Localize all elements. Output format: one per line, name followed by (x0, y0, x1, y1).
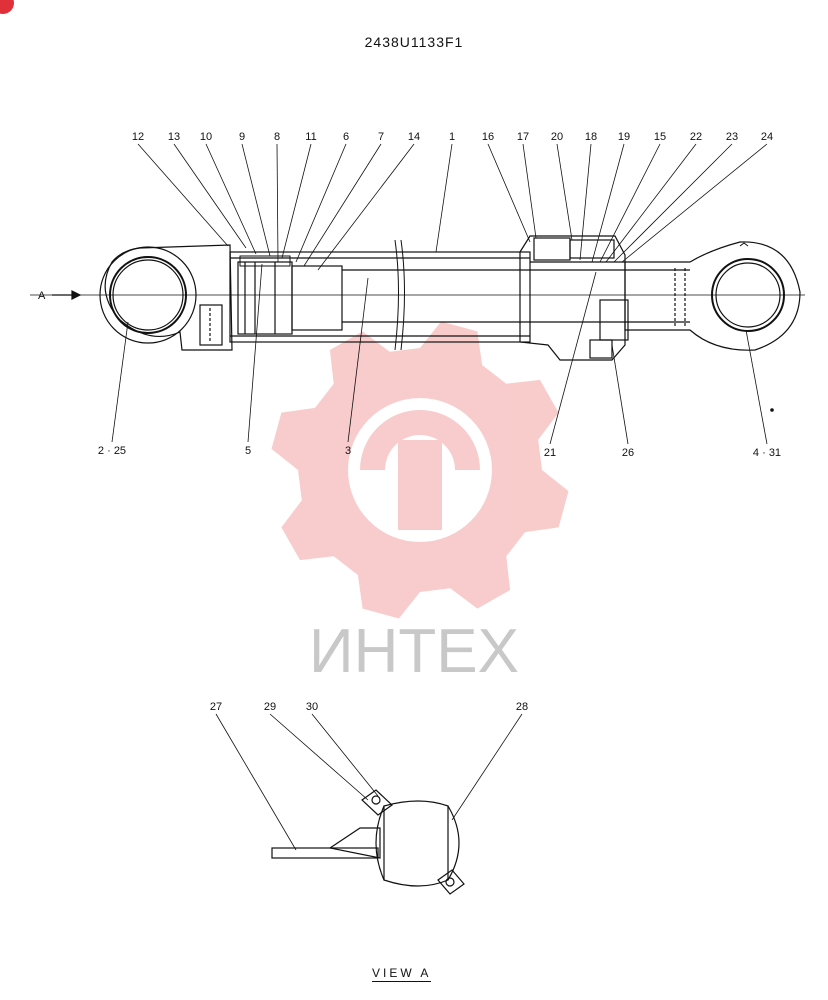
view-leader-27 (215, 713, 297, 851)
part-label-4-31: 4 · 31 (753, 447, 781, 459)
part-label-22: 22 (690, 131, 702, 143)
view-a-arrow-label: A (38, 290, 46, 302)
part-label-10: 10 (200, 131, 212, 143)
part-label-26: 26 (622, 447, 634, 459)
view-a-part-labels: 27 29 30 28 (210, 701, 528, 713)
leader-8 (276, 143, 279, 263)
leader-bottom-2 (347, 277, 369, 443)
leader-lines (111, 143, 768, 445)
part-label-13: 13 (168, 131, 180, 143)
part-label-16: 16 (482, 131, 494, 143)
part-label-24: 24 (761, 131, 773, 143)
part-label-3: 3 (345, 445, 351, 457)
part-label-7: 7 (378, 131, 384, 143)
watermark-gear-icon (271, 321, 569, 619)
view-leader-29 (269, 713, 369, 801)
leader-19 (591, 143, 625, 263)
leader-12 (137, 143, 229, 247)
part-label-17: 17 (517, 131, 529, 143)
leader-11 (281, 143, 312, 259)
drawing-number: 2438U1133F1 (364, 34, 464, 50)
view-a-leader-lines (215, 713, 523, 851)
leader-7 (303, 143, 382, 267)
part-label-5: 5 (245, 445, 251, 457)
leader-14 (317, 143, 415, 271)
part-label-18: 18 (585, 131, 597, 143)
part-label-19: 19 (618, 131, 630, 143)
part-label-21: 21 (544, 447, 556, 459)
leader-bottom-4 (611, 344, 629, 445)
view-part-label-30: 30 (306, 701, 318, 713)
view-part-label-28: 28 (516, 701, 528, 713)
part-label-11: 11 (305, 131, 316, 143)
part-label-9: 9 (239, 131, 245, 143)
leader-18 (579, 143, 592, 261)
part-label-8: 8 (274, 131, 280, 143)
leader-13 (173, 143, 247, 249)
leader-bottom-0 (111, 321, 129, 443)
watermark-text: ИНТЕХ (309, 617, 519, 686)
view-leader-28 (451, 713, 523, 821)
leader-20 (556, 143, 573, 241)
bottom-part-labels: 2 · 25 5 3 21 26 4 · 31 (98, 445, 781, 459)
view-leader-30 (311, 713, 379, 797)
view-part-label-27: 27 (210, 701, 222, 713)
part-label-14: 14 (408, 131, 420, 143)
leader-10 (205, 143, 257, 255)
part-label-15: 15 (654, 131, 666, 143)
leader-15 (599, 143, 661, 263)
part-label-23: 23 (726, 131, 738, 143)
view-a-caption: VIEW A (372, 966, 432, 982)
part-label-2-25: 2 · 25 (98, 445, 126, 457)
part-label-20: 20 (551, 131, 563, 143)
cylinder-assembly (30, 235, 805, 412)
view-a-drawing (271, 789, 465, 895)
leader-bottom-5 (745, 329, 768, 445)
corner-badge (0, 0, 14, 14)
leader-17 (522, 143, 537, 239)
leader-16 (487, 143, 531, 243)
leader-24 (621, 143, 768, 263)
part-label-12: 12 (132, 131, 144, 143)
leader-23 (613, 143, 733, 263)
view-part-label-29: 29 (264, 701, 276, 713)
leader-1 (435, 143, 453, 253)
leader-bottom-1 (247, 263, 263, 443)
leader-9 (241, 143, 271, 257)
leader-bottom-3 (549, 271, 597, 445)
leader-22 (605, 143, 697, 263)
part-label-6: 6 (343, 131, 349, 143)
leader-6 (295, 143, 347, 263)
part-label-1: 1 (449, 131, 455, 143)
